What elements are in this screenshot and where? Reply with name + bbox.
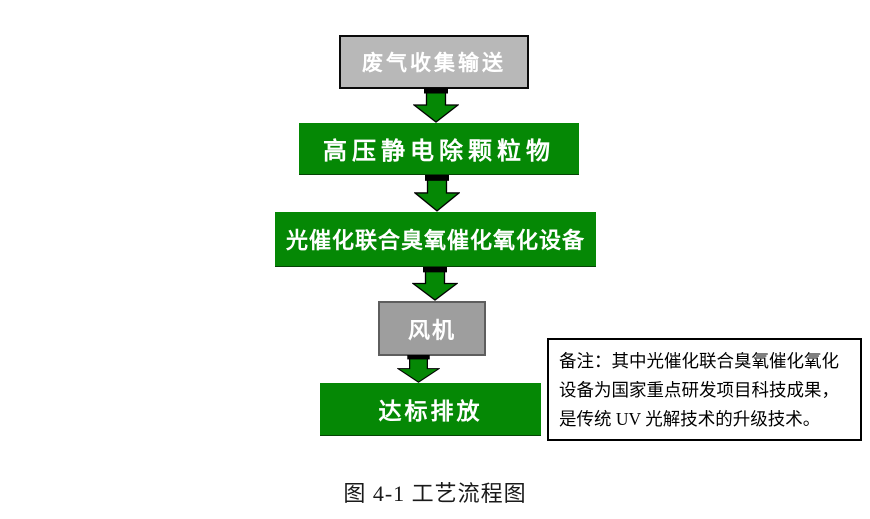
flow-step-label: 风机	[407, 317, 456, 343]
note-line: 备注：其中光催化联合臭氧催化氧化	[559, 351, 839, 371]
flow-step-label: 高压静电除颗粒物	[323, 138, 555, 165]
note-line: 是传统 UV 光解技术的升级技术。	[559, 409, 821, 429]
note-line: 设备为国家重点研发项目科技成果，	[559, 380, 839, 400]
flow-step-waste-gas-collection: 废气收集输送	[339, 35, 529, 89]
flow-step-label: 达标排放	[378, 398, 483, 424]
flow-step-fan: 风机	[378, 301, 486, 356]
flow-step-label: 光催化联合臭氧催化氧化设备	[285, 228, 585, 253]
flow-step-compliant-discharge: 达标排放	[320, 383, 541, 436]
flow-step-electrostatic-particle-removal: 高压静电除颗粒物	[299, 123, 579, 175]
figure-caption: 图 4-1 工艺流程图	[343, 481, 527, 506]
down-arrow-icon	[413, 88, 459, 123]
flow-step-photocatalytic-ozone-oxidation: 光催化联合臭氧催化氧化设备	[275, 212, 596, 267]
note-box: 备注：其中光催化联合臭氧催化氧化 设备为国家重点研发项目科技成果， 是传统 UV…	[547, 338, 862, 441]
down-arrow-icon	[412, 267, 458, 301]
down-arrow-icon	[414, 175, 460, 212]
flow-step-label: 废气收集输送	[362, 51, 506, 75]
down-arrow-icon	[397, 355, 440, 383]
